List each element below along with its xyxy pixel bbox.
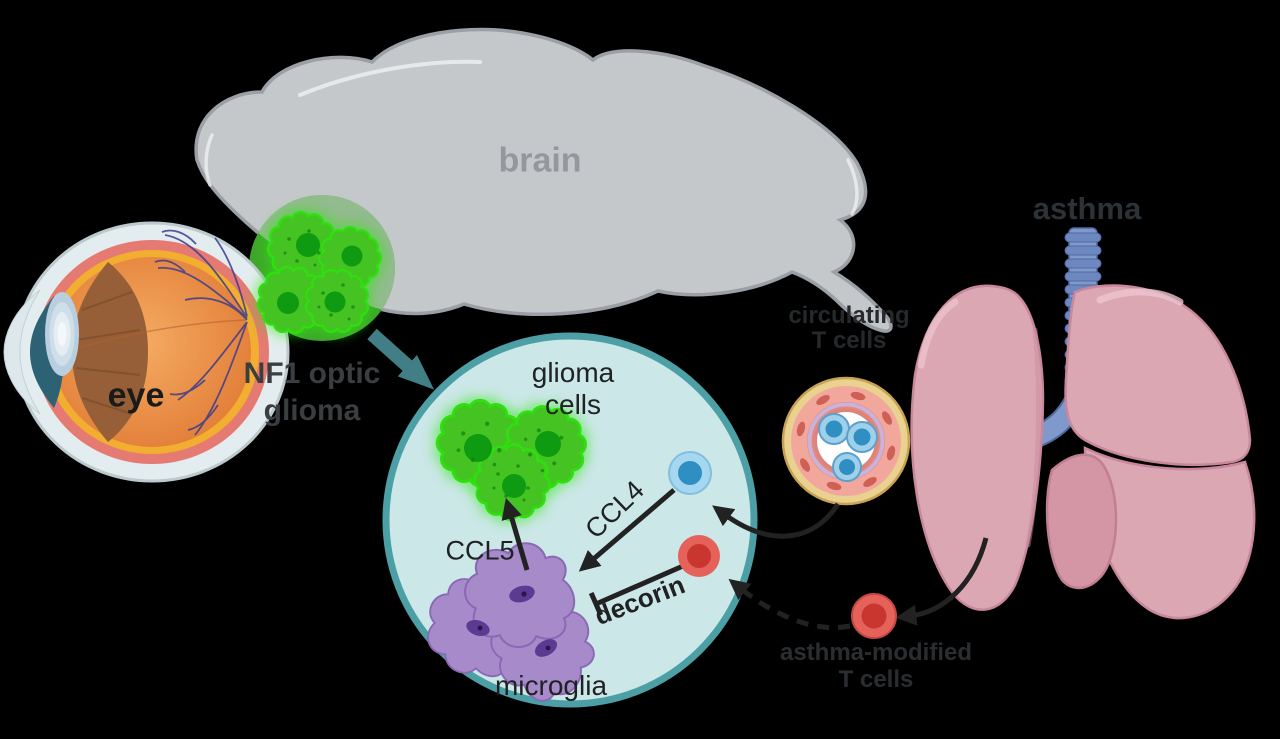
brain-label: brain (498, 141, 582, 180)
lung-to-tcell-arrow (895, 537, 989, 626)
microglia-label: microglia (494, 669, 608, 701)
glioma-cells-cluster (427, 390, 598, 536)
right-lung-upper-lobe (1064, 284, 1252, 467)
brain-highlight (298, 59, 482, 97)
asthma-modified-t-cell (851, 593, 897, 639)
inset-circle (382, 332, 758, 718)
nf1-optic-glioma-label: NF1 optic glioma (243, 357, 381, 427)
glioma-cells-label: glioma cells (531, 357, 615, 420)
cardiac-lobe (1045, 453, 1118, 590)
zoom-arrow (367, 328, 435, 390)
eye-label: eye (107, 376, 165, 415)
ccl4-arrow (578, 488, 676, 572)
ccl5-label: CCL5 (445, 535, 515, 566)
vessel-muscle-cells (796, 391, 896, 491)
decorin-inhibition-line (588, 563, 685, 616)
lungs (910, 284, 1256, 620)
circulating-t-cells-label: circulating T cells (788, 302, 910, 354)
cornea (3, 289, 41, 415)
asthma-modified-t-cells-label: asthma-modified T cells (779, 639, 973, 693)
tcell-migration-dashed-arrow (728, 578, 851, 631)
t-cell-red (678, 535, 720, 577)
eye-illustration (3, 221, 290, 483)
blood-vessel-cross-section (781, 376, 911, 506)
vessel-to-brain-arrow (712, 502, 841, 539)
t-cell-blue (668, 451, 712, 495)
retinal-vessels (154, 229, 248, 436)
ccl5-arrow (501, 497, 530, 571)
circulating-t-cells-group (818, 413, 878, 482)
nf1-glioma-cells (244, 206, 388, 347)
asthma-label: asthma (1032, 191, 1142, 227)
left-lung (910, 284, 1045, 611)
brain-shape (194, 27, 893, 333)
